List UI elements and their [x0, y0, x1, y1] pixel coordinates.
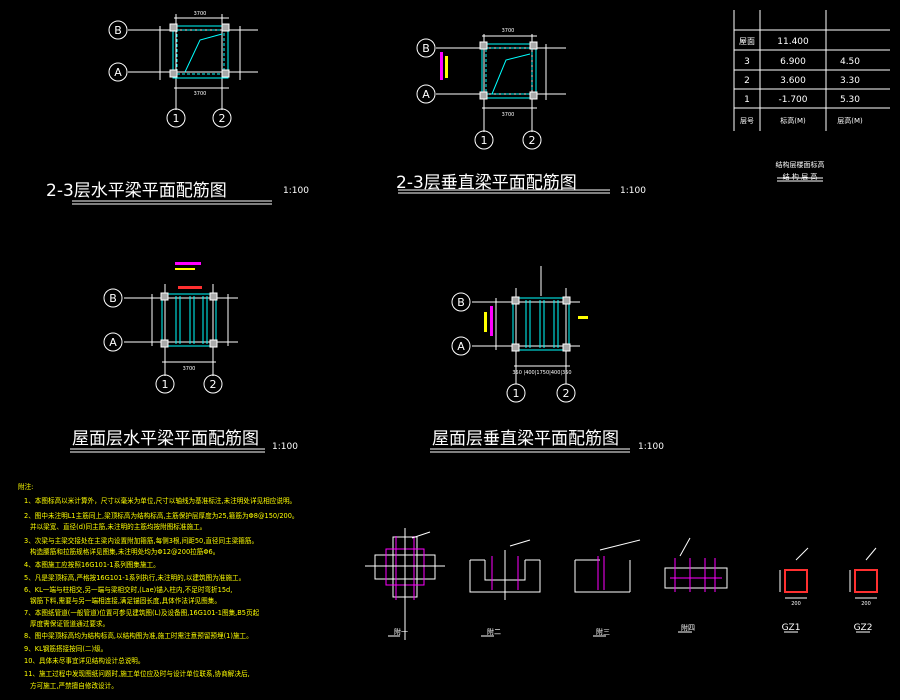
note-line: 5、凡是梁顶标高,严格按16G101-1系列执行,未注明的,以建筑图为准施工。 [24, 573, 245, 582]
detail-gz1 [779, 547, 809, 633]
axis-a-1: A [114, 66, 122, 79]
axis-b-4: B [457, 296, 465, 309]
detail-label-gz1: GZ1 [782, 623, 801, 633]
axis-1-4: 1 [513, 387, 520, 400]
note-line: 6、KL一端与柱相交,另一端与梁相交时,(Lae)锚入柱内,不足时弯折15d, [24, 585, 232, 594]
note-line: 11、施工过程中发现图纸问题时,施工单位应及时与设计单位联系,协商解决后, [24, 669, 250, 678]
dim-bottom-3: 3700 [183, 366, 196, 372]
note-line: 并以梁宽、直径(d)同主筋,未注明的主筋均按附图标准施工。 [30, 522, 206, 531]
axis-a-4: A [457, 340, 465, 353]
level-floor-2: 2 [744, 76, 750, 86]
scale-d2: 1:100 [620, 186, 646, 196]
note-line: 构造腰筋和拉筋规格详见图集,未注明处均为Φ12@200拉筋Φ6。 [30, 547, 219, 556]
dim-top-2: 3700 [502, 28, 515, 34]
level-elev-1: 6.900 [780, 57, 806, 67]
title-d1: 2-3层水平梁平面配筋图 [46, 181, 227, 201]
detail-label-a: 附一 [394, 627, 408, 636]
axis-2-2: 2 [529, 134, 536, 147]
dim-parts-4: 350 |400|1750|400|350 [512, 370, 571, 376]
level-header-height: 层高(M) [837, 116, 863, 125]
dim-bottom-2: 3700 [502, 112, 515, 118]
level-floor-3: 1 [744, 95, 750, 105]
scale-d4: 1:100 [638, 442, 664, 452]
note-line: 1、本图标高以米计算外，尺寸以毫米为单位,尺寸以轴线为基准标注,未注明处详见相应… [24, 496, 296, 505]
plan-roof-vertical [430, 266, 630, 453]
axis-b-1: B [114, 24, 122, 37]
roof-v-annotations [484, 306, 588, 336]
level-height-1: 4.50 [840, 57, 860, 67]
level-elev-2: 3.600 [780, 76, 806, 86]
axis-1-2: 1 [481, 134, 488, 147]
axis-2-3: 2 [210, 378, 217, 391]
detail-d [664, 537, 728, 633]
note-line: 方可施工,严禁擅自修改设计。 [30, 681, 118, 690]
notes-block: 附注: 1、本图标高以米计算外，尺寸以毫米为单位,尺寸以轴线为基准标注,未注明处… [18, 482, 299, 690]
gz1-dim: 200 [791, 601, 801, 607]
plan-2-3-vertical [398, 34, 610, 194]
note-line: 7、本图纸管道(一般管道)位置可参见建筑图(L)及设备图,16G101-1图集,… [24, 608, 260, 617]
level-caption-2: 结 构 层 高 [783, 172, 818, 181]
level-elev-0: 11.400 [777, 37, 809, 47]
detail-label-d: 附四 [681, 623, 695, 632]
level-header-elev: 标高(M) [780, 116, 806, 125]
note-line: 3、次梁与主梁交接处在主梁内设置附加箍筋,每侧3根,间距50,直径同主梁箍筋。 [24, 536, 258, 545]
detail-label-c: 附三 [596, 627, 610, 636]
axis-1-1: 1 [173, 112, 180, 125]
notes-heading: 附注: [18, 482, 33, 491]
gz2-dim: 200 [861, 601, 871, 607]
level-header-floor: 层号 [740, 117, 754, 125]
note-line: 10、具体未尽事宜详见结构设计总说明。 [24, 656, 144, 665]
level-height-3: 5.30 [840, 95, 860, 105]
plan-roof-horizontal [70, 284, 265, 453]
title-d2: 2-3层垂直梁平面配筋图 [396, 173, 577, 193]
note-line: 2、图中未注明L1主筋同上,梁顶标高为结构标高,主筋保护层厚度为25,箍筋为Φ8… [24, 511, 299, 520]
note-line: 厚度需保证管道通过要求。 [30, 619, 109, 628]
axis-1-3: 1 [162, 378, 169, 391]
level-elev-3: -1.700 [778, 95, 807, 105]
level-table [733, 10, 890, 182]
level-floor-0: 屋面 [739, 37, 755, 46]
detail-gz2 [849, 547, 878, 633]
roof-h-annotations [175, 262, 202, 289]
axis-2-1: 2 [219, 112, 226, 125]
level-floor-1: 3 [744, 57, 750, 67]
axis-b-3: B [109, 292, 117, 305]
detail-c [574, 539, 641, 637]
axis-a-3: A [109, 336, 117, 349]
note-line: 8、图中梁顶标高均为结构标高,以结构图为准,施工时需注意预留预埋(1)施工。 [24, 631, 253, 640]
detail-b [469, 539, 541, 637]
scale-d3: 1:100 [272, 442, 298, 452]
title-d4: 屋面层垂直梁平面配筋图 [432, 429, 619, 449]
note-line: 钢筋下料,需要与另一端相连接,满足锚固长度,具体作法详见图集。 [30, 596, 221, 605]
plan-2-3-horizontal [72, 14, 272, 205]
note-line: 9、KL钢筋搭接按同(二)级。 [24, 644, 107, 653]
dim-bottom-1: 3700 [194, 91, 207, 97]
detail-label-b: 附二 [487, 627, 501, 636]
dim-top-1: 3700 [194, 11, 207, 17]
level-height-2: 3.30 [840, 76, 860, 86]
axis-a-2: A [422, 88, 430, 101]
detail-a [365, 528, 445, 640]
title-d3: 屋面层水平梁平面配筋图 [72, 429, 259, 449]
note-line: 4、本图施工应按照16G101-1系列图集施工。 [24, 560, 160, 569]
axis-2-4: 2 [563, 387, 570, 400]
level-caption-1: 结构层楼面标高 [776, 160, 825, 169]
scale-d1: 1:100 [283, 186, 309, 196]
dim-magenta-d2 [440, 52, 448, 80]
detail-label-gz2: GZ2 [854, 623, 873, 633]
axis-b-2: B [422, 42, 430, 55]
